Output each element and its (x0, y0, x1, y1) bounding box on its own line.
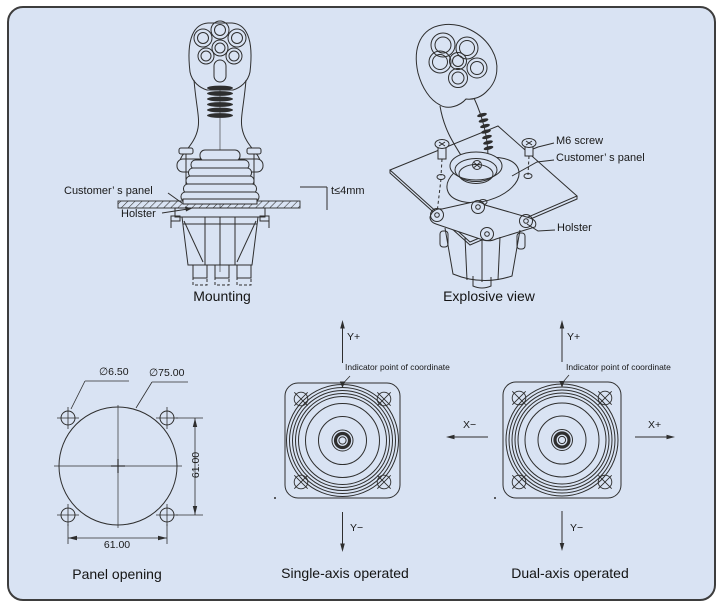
flange-bolts (293, 391, 392, 490)
explosive-customers-panel-label: Customer’ s panel (556, 152, 645, 164)
mounting-holster-label: Holster (121, 208, 156, 220)
dual-axis-y-minus-label: Y− (570, 522, 584, 534)
explosive-drawing (389, 23, 578, 289)
indicator-mark (559, 374, 570, 388)
dual-axis-drawing (446, 320, 675, 551)
joystick-grip (415, 23, 503, 184)
single-axis-y-plus-label: Y+ (347, 331, 361, 343)
stray-dot (274, 497, 276, 499)
panel-opening-drawing (54, 380, 203, 544)
single-axis-indicator-label: Indicator point of coordinate (345, 362, 450, 372)
diameter-leaders (70, 380, 188, 410)
single-axis-y-minus-label: Y− (350, 522, 364, 534)
hole-diameter-dim: ∅6.50 (99, 366, 129, 378)
thickness-bracket (300, 186, 328, 210)
stray-dot (494, 497, 496, 499)
bolt-holes (57, 407, 178, 526)
single-axis-caption: Single-axis operated (281, 565, 409, 581)
panel-opening-caption: Panel opening (72, 566, 162, 582)
hole-spacing-horizontal-dim: 61.00 (103, 539, 131, 551)
diagram-frame (7, 6, 716, 601)
dimension-lines (67, 417, 203, 544)
hole-spacing-vertical-dim: 61.00 (190, 451, 202, 479)
connector-pins (192, 264, 252, 286)
mounting-drawing (117, 20, 328, 286)
center-crosshair (54, 405, 182, 528)
m6-screws (434, 138, 537, 214)
leader-lines (161, 192, 192, 214)
holster-body (429, 200, 537, 289)
y-plus-arrow (559, 320, 565, 362)
explosive-caption: Explosive view (443, 288, 535, 304)
holster-body (170, 207, 270, 266)
explosive-holster-label: Holster (557, 222, 592, 234)
dual-axis-indicator-label: Indicator point of coordinate (566, 362, 671, 372)
dual-axis-y-plus-label: Y+ (567, 331, 581, 343)
center-hole (331, 429, 354, 452)
x-minus-arrow (446, 434, 488, 440)
dual-axis-x-plus-label: X+ (648, 419, 662, 431)
single-axis-drawing (274, 320, 401, 552)
indicator-mark (339, 375, 351, 388)
bellows-rings (286, 384, 399, 497)
y-plus-arrow (340, 320, 345, 363)
dual-axis-x-minus-label: X− (463, 419, 477, 431)
mounting-customers-panel-label: Customer’ s panel (64, 185, 153, 197)
bellows-rings (505, 383, 619, 497)
mounting-thickness-label: t≤4mm (331, 185, 365, 197)
explosive-m6-screw-label: M6 screw (556, 135, 604, 147)
dual-axis-caption: Dual-axis operated (511, 565, 629, 581)
bellows (180, 149, 260, 202)
y-minus-arrow (340, 512, 345, 552)
base-plate (182, 198, 258, 205)
grip-buttons (193, 20, 247, 83)
grip-ribs (207, 85, 233, 118)
flange-bolts (511, 390, 613, 490)
leader-lines (511, 142, 556, 232)
center-hole (551, 429, 573, 451)
x-plus-arrow (635, 434, 675, 440)
center-screw (472, 160, 482, 170)
opening-diameter-dim: ∅75.00 (149, 367, 185, 379)
mounting-caption: Mounting (193, 288, 251, 304)
y-minus-arrow (559, 511, 565, 551)
grip-buttons (428, 32, 488, 88)
grip-ribs (477, 112, 494, 151)
